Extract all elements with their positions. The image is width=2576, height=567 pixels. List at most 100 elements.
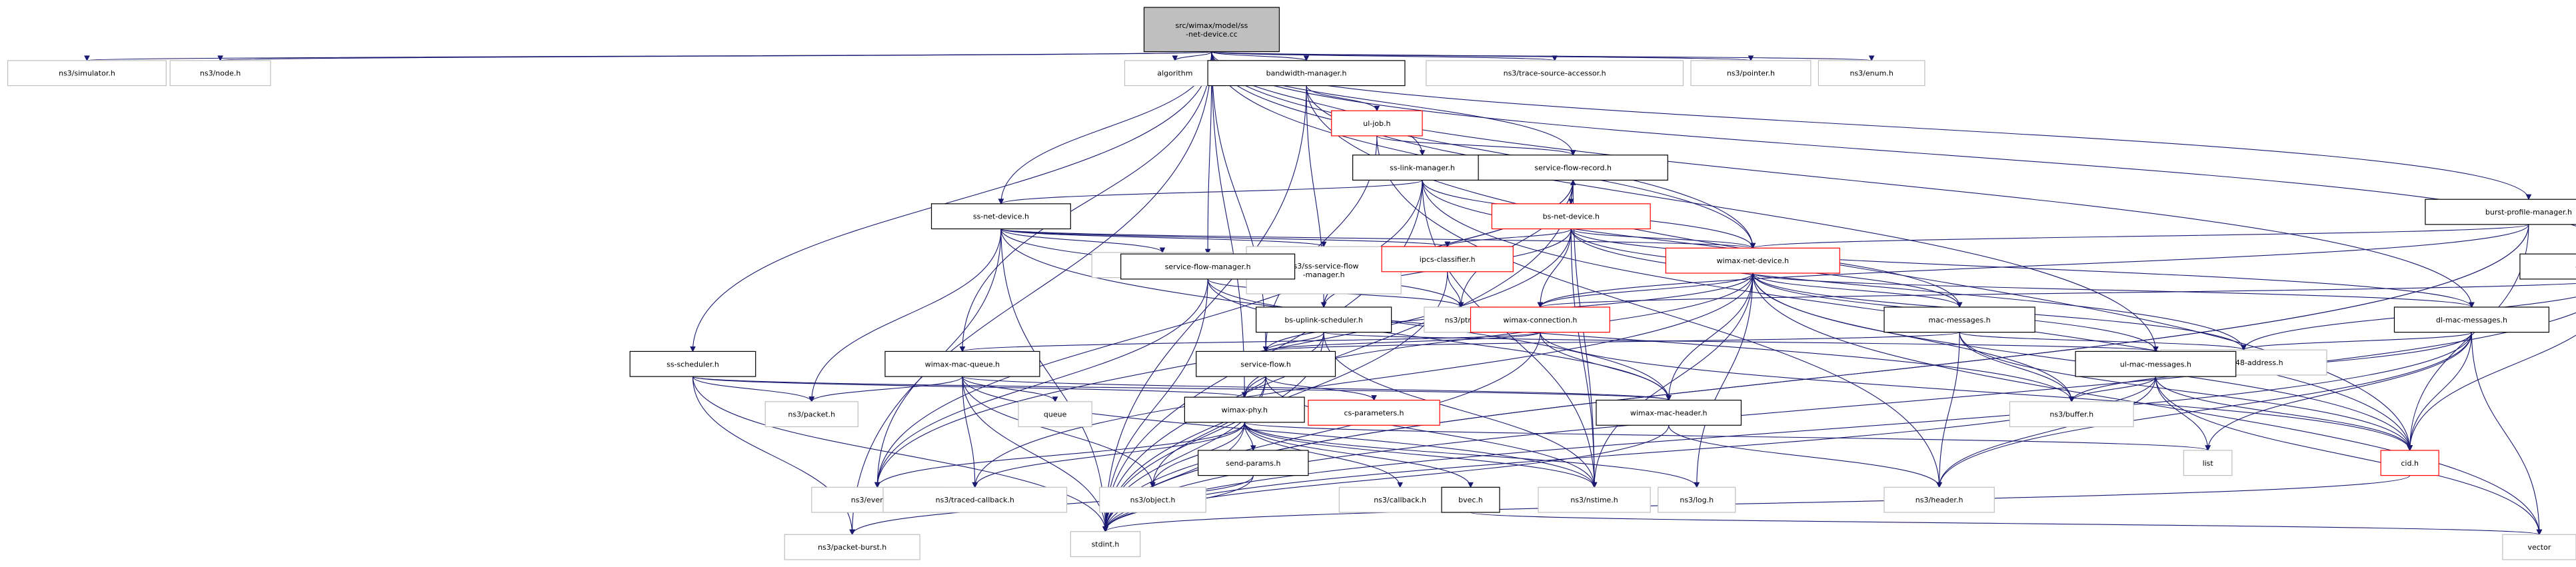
node-sendparams[interactable]: send-params.h [1198, 450, 1309, 476]
node-label-wimaxqueue: wimax-mac-queue.h [925, 360, 1000, 368]
edge-connmgr-to-cid [2409, 334, 2576, 450]
node-label-list: list [2203, 459, 2214, 468]
arrowhead-root-to-bandwidth [1303, 55, 1310, 61]
edge-burst-to-stdint [1104, 224, 2529, 532]
node-box-tracedcb [882, 486, 1068, 513]
node-label-ipcs: ipcs-classifier.h [1420, 255, 1476, 264]
arrowhead-root-to-sslink [1419, 150, 1426, 156]
arrowhead-root-to-sfmgr [1204, 249, 1211, 255]
arrowhead-bsuplink-to-ulmac [2153, 346, 2159, 352]
node-log: ns3/log.h [1658, 486, 1736, 513]
node-wimaxqueue[interactable]: wimax-mac-queue.h [884, 350, 1040, 377]
node-box-ssnet [930, 203, 1071, 230]
node-box-sfrecord [1478, 155, 1668, 181]
arrowhead-wimaxconn-to-wimaxqueue [959, 346, 966, 352]
node-enum: ns3/enum.h [1818, 60, 1926, 87]
node-wimaxmachdr[interactable]: wimax-mac-header.h [1596, 399, 1742, 426]
node-label-tracedcb: ns3/traced-callback.h [936, 496, 1014, 504]
edge-ssnet-to-wimaxnet [1000, 228, 1754, 249]
edge-macmsg-to-cid [1959, 332, 2411, 450]
node-uljob[interactable]: ul-job.h [1331, 110, 1423, 137]
edge-macmsg-to-mac48 [1959, 332, 2244, 350]
node-wimaxnet[interactable]: wimax-net-device.h [1665, 247, 1840, 274]
node-nstime: ns3/nstime.h [1538, 486, 1651, 513]
arrowhead-bvec-to-vector [2536, 529, 2543, 536]
node-root[interactable]: src/wimax/model/ss-net-device.cc [1143, 7, 1280, 53]
node-burst[interactable]: burst-profile-manager.h [2425, 199, 2576, 225]
edge-dlmac-to-mac48 [2243, 332, 2472, 350]
node-label-wimaxconn: wimax-connection.h [1503, 316, 1577, 324]
node-wimaxconn[interactable]: wimax-connection.h [1470, 306, 1610, 333]
edge-ulmac-to-cid [2155, 376, 2411, 450]
node-cid[interactable]: cid.h [2380, 450, 2439, 476]
node-box-bandwidth [1207, 60, 1406, 87]
edge-bsuplink-to-ulmac [1323, 332, 2156, 352]
node-dlmac[interactable]: dl-mac-messages.h [2393, 306, 2550, 333]
node-sfrecord[interactable]: service-flow-record.h [1478, 155, 1668, 181]
edge-dlmac-to-header [1939, 332, 2472, 488]
node-box-pointer [1690, 60, 1812, 87]
node-bandwidth[interactable]: bandwidth-manager.h [1207, 60, 1406, 87]
edge-root-to-algorithm [1174, 51, 1212, 61]
node-box-buffer [2009, 401, 2134, 428]
arrowhead-sflow-to-wimaxphy [1241, 392, 1248, 398]
node-bsnet[interactable]: bs-net-device.h [1491, 203, 1651, 230]
node-box-object [1099, 486, 1206, 513]
node-bvec[interactable]: bvec.h [1441, 486, 1500, 513]
node-box-tracesrc [1426, 60, 1684, 87]
edge-bsnet-to-ipcs [1447, 228, 1572, 247]
node-ssnet[interactable]: ss-net-device.h [930, 203, 1071, 230]
arrowhead-sflow-to-csparams [1371, 395, 1377, 401]
node-label-enum: ns3/enum.h [1850, 69, 1893, 78]
edge-root-to-pointer [1211, 51, 1752, 61]
node-vector: vector [2502, 534, 2576, 560]
node-node: ns3/node.h [169, 60, 271, 87]
node-sslink[interactable]: ss-link-manager.h [1352, 155, 1492, 181]
node-sflow[interactable]: service-flow.h [1196, 350, 1336, 377]
edge-wimaxnet-to-wimaxmachdr [1668, 273, 1754, 400]
edge-dlmac-to-list [2207, 332, 2472, 450]
node-box-queue [1018, 401, 1092, 428]
edge-bvec-to-vector [1470, 512, 2540, 535]
arrowhead-wimaxqueue-to-packet [808, 396, 815, 402]
node-header: ns3/header.h [1884, 486, 1995, 513]
arrowhead-ssnet-to-sssflow [1320, 241, 1327, 248]
node-label-sflow: service-flow.h [1240, 360, 1291, 368]
node-ipcs[interactable]: ipcs-classifier.h [1381, 246, 1514, 273]
edge-wimaxphy-to-list [1244, 422, 2209, 451]
arrowhead-macmsg-to-sflow [1262, 346, 1269, 352]
node-csparams[interactable]: cs-parameters.h [1308, 399, 1440, 426]
edge-burst-to-cid [2409, 224, 2529, 450]
node-box-csparams [1308, 399, 1440, 426]
node-label-wimaxphy: wimax-phy.h [1222, 406, 1268, 414]
node-box-stdint [1070, 531, 1141, 558]
node-label-packetburst: ns3/packet-burst.h [818, 543, 886, 552]
node-box-sflow [1196, 350, 1336, 377]
node-box-sendparams [1198, 450, 1309, 476]
arrowhead-root-to-node [217, 55, 223, 61]
edge-wimaxqueue-to-nstime [962, 376, 1595, 488]
node-macmsg[interactable]: mac-messages.h [1884, 306, 2035, 333]
edge-wimaxphy-to-nstime [1244, 422, 1595, 488]
edge-cid-to-stdint [1104, 475, 2411, 532]
edge-macmsg-to-sflow [1265, 332, 1960, 352]
node-box-header [1884, 486, 1995, 513]
edge-uljob-to-header [1376, 135, 1940, 488]
node-label-bsuplink: bs-uplink-scheduler.h [1284, 316, 1362, 324]
node-label-sssflow: -manager.h [1303, 271, 1345, 279]
edge-sfmgr-to-eventid [876, 279, 1208, 488]
node-label-nstime: ns3/nstime.h [1570, 496, 1618, 504]
node-sfmgr[interactable]: service-flow-manager.h [1120, 253, 1296, 280]
node-box-macmsg [1884, 306, 2035, 333]
node-bsuplink[interactable]: bs-uplink-scheduler.h [1256, 306, 1392, 333]
edge-ssnet-to-stdint [1000, 229, 1106, 532]
node-box-bvec [1441, 486, 1500, 513]
node-wimaxphy[interactable]: wimax-phy.h [1184, 396, 1305, 423]
node-queue: queue [1018, 401, 1092, 428]
node-box-node [169, 60, 271, 87]
node-label-csparams: cs-parameters.h [1344, 408, 1404, 417]
node-sssched[interactable]: ss-scheduler.h [629, 350, 756, 377]
node-label-sfmgr: service-flow-manager.h [1165, 263, 1251, 271]
node-connmgr[interactable]: connection-manager.h [2519, 253, 2576, 280]
node-ulmac[interactable]: ul-mac-messages.h [2075, 350, 2237, 377]
